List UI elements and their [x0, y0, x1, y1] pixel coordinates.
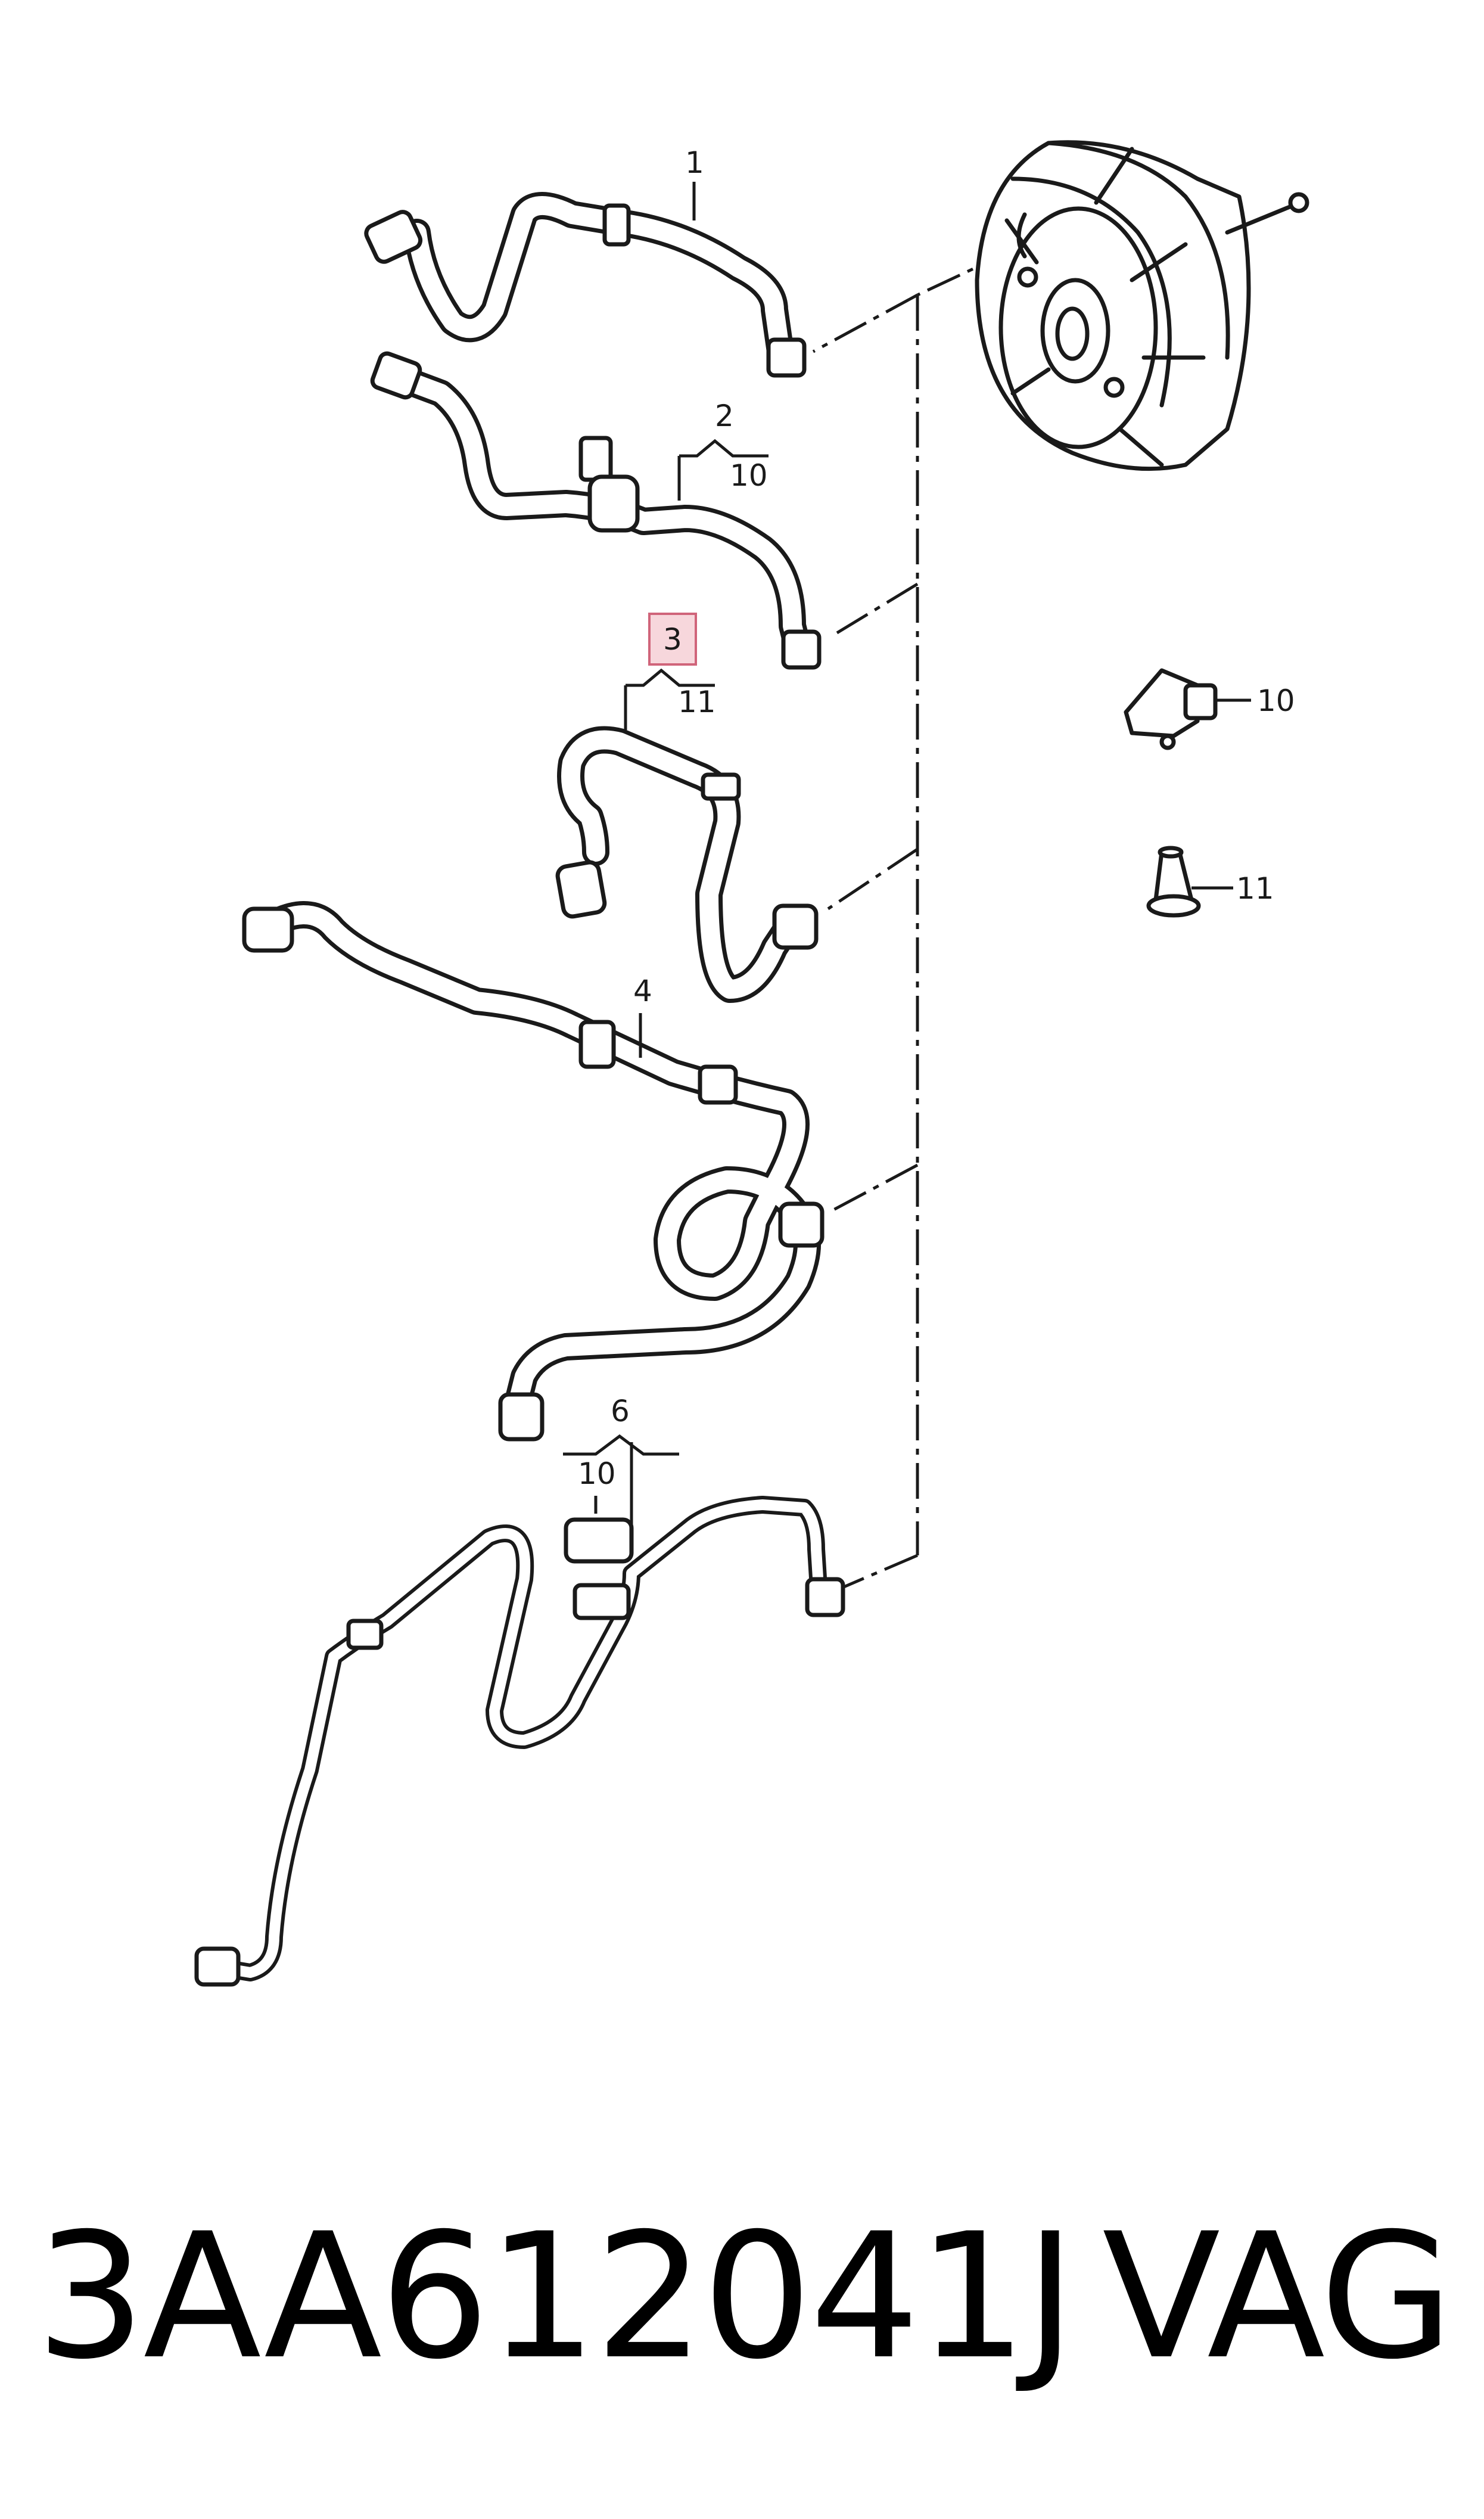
callout-10: 10	[730, 458, 768, 493]
callout-labels: 1 2 10 3 11 4 6 10 10 11	[578, 145, 1295, 1491]
hose-3	[555, 726, 819, 1003]
brake-booster	[975, 140, 1309, 471]
callout-10: 10	[1257, 684, 1295, 718]
brand-label: VAG	[1102, 2197, 1454, 2397]
hose-1	[364, 192, 807, 378]
callout-11: 11	[1236, 871, 1274, 906]
callout-6: 6	[611, 1394, 630, 1428]
highlight-box	[648, 613, 697, 666]
callout-3: 3	[663, 622, 682, 657]
grommet-11	[1146, 846, 1201, 918]
callout-11: 11	[678, 685, 716, 719]
callout-2: 2	[715, 399, 734, 433]
callout-4: 4	[633, 974, 652, 1008]
hose-4	[242, 901, 825, 1442]
reference-lines	[812, 249, 1014, 1593]
part-number: 3AA612041J	[36, 2197, 1076, 2397]
sensor-10	[1124, 668, 1218, 750]
callout-1: 1	[685, 145, 704, 180]
callout-leaders	[563, 182, 1251, 1526]
hose-6	[194, 1496, 845, 1987]
callout-10: 10	[578, 1456, 616, 1491]
hose-2	[370, 351, 822, 670]
